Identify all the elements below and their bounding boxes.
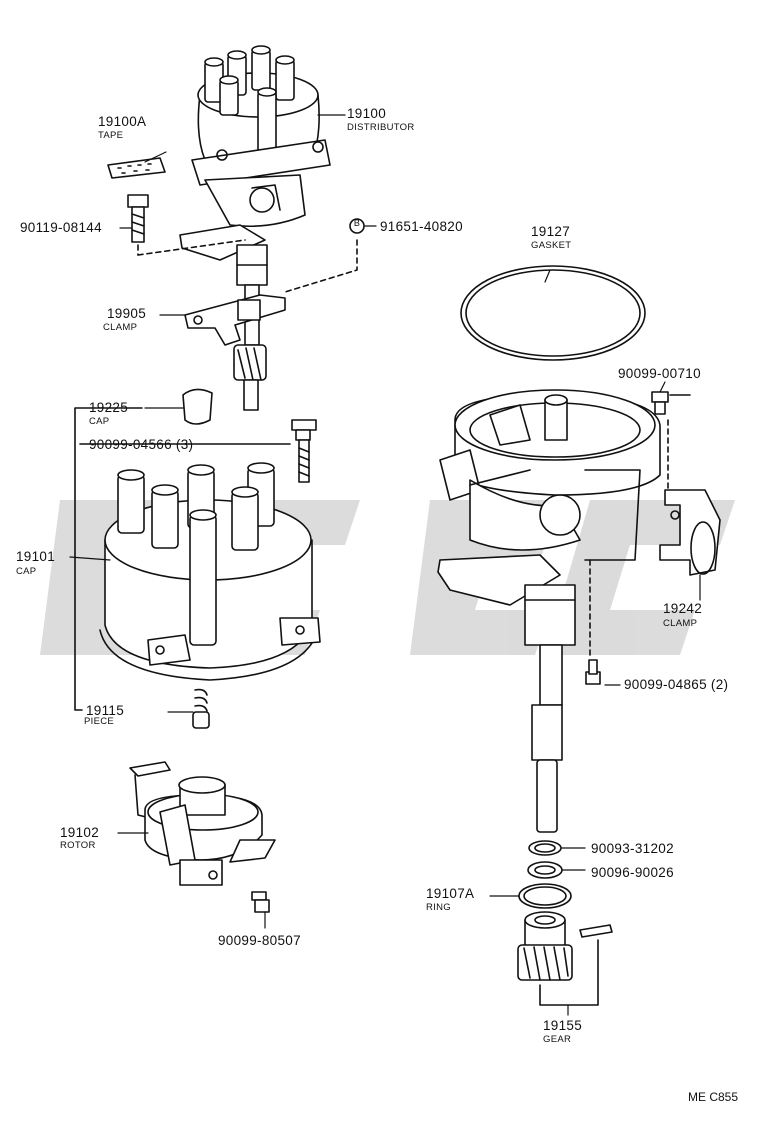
washer-icon [528, 840, 562, 856]
part-number-label: 19155 [543, 1018, 583, 1033]
part-name-label: DISTRIBUTOR [347, 122, 415, 133]
part-number-label: 19107A [426, 886, 475, 901]
part-number-label: 90119-08144 [20, 220, 102, 235]
rotor-icon [129, 761, 276, 886]
part-number-label: 19115 [86, 703, 125, 718]
part-name-label: RING [426, 902, 451, 913]
gasket-ring-icon [460, 265, 646, 361]
washer-icon [527, 861, 563, 879]
part-number-label: 19242 [663, 601, 703, 616]
part-number-label: 90099-04566 (3) [89, 437, 194, 452]
tape-icon [107, 157, 166, 179]
bolt-icon [585, 659, 601, 685]
distributor-cap-icon [99, 462, 321, 681]
carbon-piece-icon [192, 688, 210, 729]
part-number-label: 19100A [98, 114, 147, 129]
part-number-label: 90093-31202 [591, 841, 674, 856]
cap-small-icon [182, 388, 213, 425]
distributor-assembly-icon [179, 45, 331, 411]
part-name-label: PIECE [84, 716, 115, 727]
gear-icon [517, 911, 613, 1006]
bolt-icon [127, 194, 149, 243]
clamp-icon [184, 294, 286, 346]
part-name-label: CLAMP [663, 618, 698, 629]
part-number-label: 90099-04865 (2) [624, 677, 729, 692]
marker-circle-icon [349, 218, 365, 234]
screw-icon [291, 419, 317, 483]
part-number-label: 19101 [16, 549, 56, 564]
part-name-label: CAP [16, 566, 37, 577]
part-number-label: 19225 [89, 400, 129, 415]
part-number-label: 90099-00710 [618, 366, 701, 381]
part-name-label: GASKET [531, 240, 572, 251]
part-number-label: 19100 [347, 106, 387, 121]
part-name-label: CLAMP [103, 322, 138, 333]
part-name-label: TAPE [98, 130, 124, 141]
part-name-label: GEAR [543, 1034, 572, 1045]
part-name-label: ROTOR [60, 840, 96, 851]
part-number-label: 19905 [107, 306, 147, 321]
screw-icon [651, 391, 669, 415]
distributor-housing-icon [437, 389, 661, 833]
part-number-label: 19102 [60, 825, 100, 840]
part-number-label: 19127 [531, 224, 571, 239]
part-number-label: 90099-80507 [218, 933, 301, 948]
screw-icon [251, 891, 270, 913]
part-number-label: 90096-90026 [591, 865, 674, 880]
page-code: ME C855 [688, 1090, 739, 1104]
clamp-19242-icon [659, 489, 721, 576]
part-name-label: CAP [89, 416, 110, 427]
part-number-label: 91651-40820 [380, 219, 463, 234]
marker-letter: B [353, 218, 361, 228]
